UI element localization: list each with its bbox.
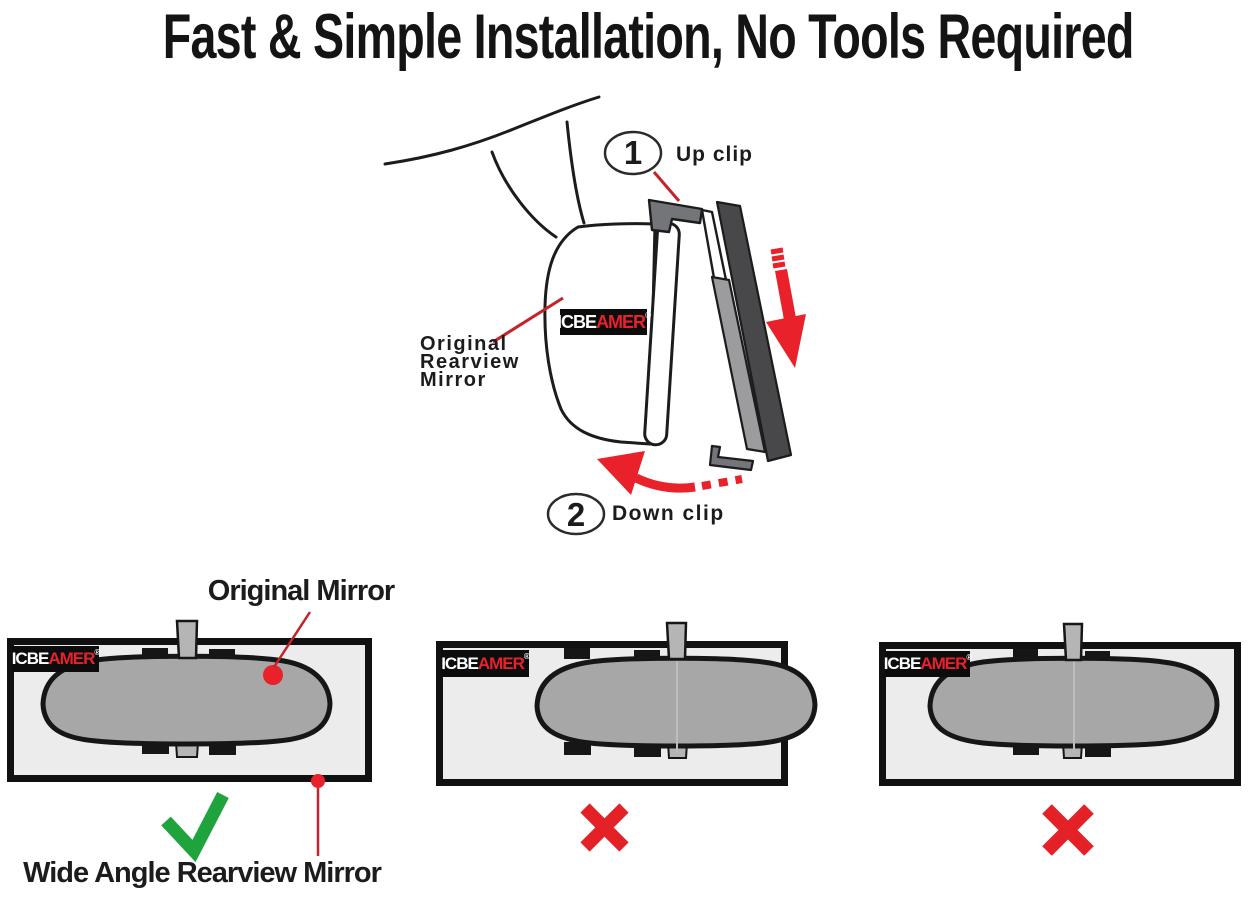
registered-mark-icon: ® <box>523 652 530 661</box>
down-clip-part <box>708 444 755 472</box>
original-rearview-mirror-label: Original Rearview Mirror <box>420 333 520 391</box>
callout-dot <box>311 774 325 788</box>
brand-logo-text: ICBE <box>557 311 597 332</box>
step2-number: 2 <box>566 496 586 533</box>
mount-stem-top <box>1062 622 1084 662</box>
registered-mark-icon: ® <box>645 311 651 320</box>
original-mirror-label: Original Mirror <box>207 575 395 607</box>
check-icon <box>161 792 229 863</box>
cross-icon <box>1042 804 1094 856</box>
registered-mark-icon: ® <box>966 653 972 662</box>
page-title: Fast & Simple Installation, No Tools Req… <box>162 2 1135 72</box>
mount-stem-top <box>665 621 688 661</box>
step2-label: Down clip <box>612 502 725 525</box>
step2-marker <box>546 492 606 536</box>
wide-angle-mirror-side-view <box>708 200 793 472</box>
step1-label: Up clip <box>676 143 754 166</box>
windshield-outline <box>383 95 601 239</box>
step1-number: 1 <box>623 134 643 171</box>
cross-icon <box>580 803 629 852</box>
callout-dot <box>263 665 283 685</box>
panel-mirror-too-large <box>879 622 1241 856</box>
rotate-arrow-icon <box>597 451 743 495</box>
slide-down-arrow-icon <box>766 247 806 368</box>
up-clip-part <box>647 198 728 282</box>
original-mirror-callout-line <box>492 296 564 344</box>
step1-marker <box>603 130 681 202</box>
registered-mark-icon: ® <box>94 648 100 657</box>
wide-angle-mirror-label: Wide Angle Rearview Mirror <box>23 857 382 889</box>
mount-stem-top <box>175 619 199 660</box>
